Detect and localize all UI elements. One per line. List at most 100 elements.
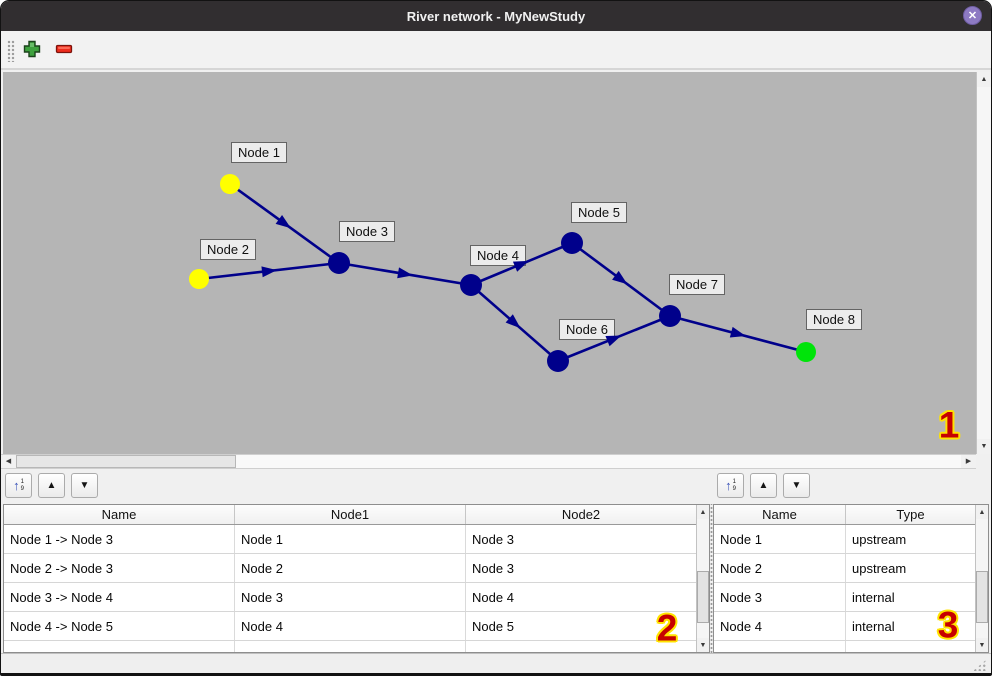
canvas-vertical-scrollbar[interactable]: ▲ ▼ (976, 72, 991, 454)
table-cell: Node 1 -> Node 3 (4, 525, 235, 553)
table-cell: upstream (852, 560, 907, 576)
node-node-5[interactable] (561, 232, 583, 254)
move-up-button[interactable]: ▲ (750, 473, 777, 498)
table-cell: Node 2 (714, 554, 846, 582)
node-label-node-7: Node 7 (669, 274, 725, 295)
status-bar (1, 653, 991, 673)
titlebar[interactable]: River network - MyNewStudy ✕ (1, 1, 991, 31)
node-label-node-8: Node 8 (806, 309, 862, 330)
node-label-node-6: Node 6 (559, 319, 615, 340)
annotation-mark-2: 2 (656, 607, 678, 649)
scroll-thumb[interactable] (976, 571, 988, 623)
table-cell: Node 3 (235, 583, 466, 611)
pane-splitter[interactable] (710, 504, 713, 653)
down-arrow-icon: ▼ (791, 479, 802, 491)
table-cell (4, 641, 235, 652)
table-cell: Node 2 -> Node 3 (4, 554, 235, 582)
column-header-name[interactable]: Name (4, 505, 235, 524)
nodes-table-scrollbar[interactable]: ▲ ▼ (975, 505, 988, 652)
remove-node-button[interactable] (51, 37, 77, 63)
table-cell: Node 4 (714, 612, 846, 640)
table-cell: Node 4 (472, 589, 514, 605)
edge-arrowhead-icon (261, 266, 277, 278)
table-cell (235, 641, 466, 652)
table-cell: Node 3 -> Node 4 (4, 583, 235, 611)
remove-minus-icon (55, 42, 73, 59)
node-label-node-1: Node 1 (231, 142, 287, 163)
scroll-up-icon[interactable]: ▲ (697, 505, 709, 519)
column-header-name[interactable]: Name (714, 505, 846, 524)
table-row[interactable]: Node 2 upstream (714, 554, 975, 583)
move-down-button[interactable]: ▼ (783, 473, 810, 498)
scroll-down-icon[interactable]: ▼ (977, 439, 991, 454)
up-arrow-icon: ▲ (758, 479, 769, 491)
table-header-row: Name Type (714, 505, 975, 525)
table-cell: Node 3 (714, 583, 846, 611)
scroll-up-icon[interactable]: ▲ (976, 505, 988, 519)
close-button[interactable]: ✕ (963, 6, 982, 25)
toolbar (1, 31, 991, 70)
window-resize-grip[interactable] (973, 659, 987, 671)
table-cell: Node 4 -> Node 5 (4, 612, 235, 640)
window-title: River network - MyNewStudy (406, 8, 586, 24)
table-cell: internal (852, 618, 895, 634)
table-cell: Node 3 (472, 560, 514, 576)
edges-table-scrollbar[interactable]: ▲ ▼ (696, 505, 709, 652)
move-down-button[interactable]: ▼ (71, 473, 98, 498)
edge-arrowhead-icon (397, 267, 413, 279)
up-arrow-icon: ▲ (46, 479, 57, 491)
move-up-button[interactable]: ▲ (38, 473, 65, 498)
column-header-node2[interactable]: Node2 (561, 507, 601, 522)
node-node-3[interactable] (328, 252, 350, 274)
node-node-7[interactable] (659, 305, 681, 327)
close-icon: ✕ (967, 10, 978, 22)
table-cell: Node 1 (235, 525, 466, 553)
column-header-node1[interactable]: Node1 (235, 505, 466, 524)
node-label-node-3: Node 3 (339, 221, 395, 242)
table-row[interactable]: Node 1 upstream (714, 525, 975, 554)
scroll-up-icon[interactable]: ▲ (977, 72, 991, 87)
canvas-horizontal-scrollbar[interactable]: ◀ ▶ (1, 454, 976, 469)
scroll-down-icon[interactable]: ▼ (976, 638, 988, 652)
table-cell: Node 2 (235, 554, 466, 582)
edge-arrowhead-icon (605, 335, 622, 347)
toolbar-drag-handle[interactable] (7, 40, 15, 62)
edge-arrowhead-icon (275, 214, 291, 229)
node-node-2[interactable] (189, 269, 209, 289)
table-cell: upstream (852, 531, 907, 547)
node-node-4[interactable] (460, 274, 482, 296)
add-node-button[interactable] (19, 37, 45, 63)
edge-arrowhead-icon (512, 260, 529, 272)
scroll-down-icon[interactable]: ▼ (697, 638, 709, 652)
table-cell: Node 1 (714, 525, 846, 553)
table-row-partial (714, 641, 975, 652)
table-row[interactable]: Node 4 internal (714, 612, 975, 641)
node-node-8[interactable] (796, 342, 816, 362)
node-node-6[interactable] (547, 350, 569, 372)
add-plus-icon (23, 40, 41, 61)
scroll-right-icon[interactable]: ▶ (961, 455, 976, 468)
scroll-left-icon[interactable]: ◀ (1, 455, 16, 468)
column-header-type[interactable]: Type (896, 507, 925, 522)
node-node-1[interactable] (220, 174, 240, 194)
table-cell: Node 4 (235, 612, 466, 640)
table-cell (714, 641, 846, 652)
scroll-thumb[interactable] (697, 571, 709, 623)
edge-arrowhead-icon (612, 270, 628, 285)
horizontal-scroll-thumb[interactable] (16, 455, 236, 468)
